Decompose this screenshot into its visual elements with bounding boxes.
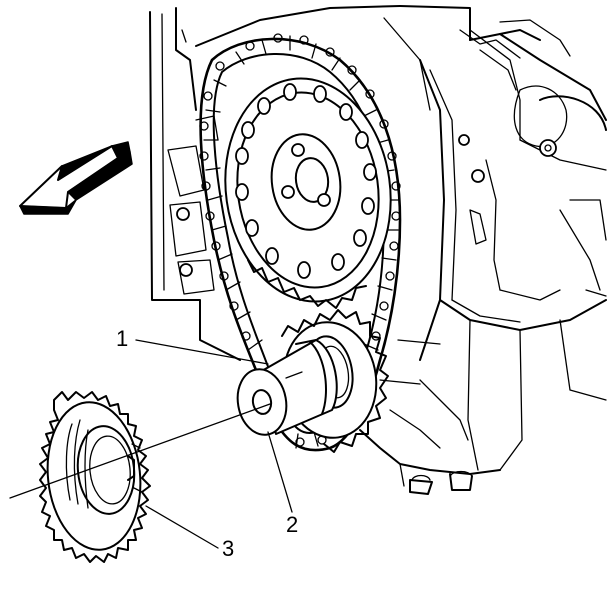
direction-arrow-icon <box>19 141 133 215</box>
reluctor-wheel <box>39 391 151 563</box>
callout-3: 3 <box>145 505 234 561</box>
centerline <box>9 403 271 499</box>
callout-label-3: 3 <box>222 536 234 561</box>
callout-1: 1 <box>116 326 269 365</box>
engine-block <box>149 5 607 495</box>
camshaft-sprocket <box>224 77 392 309</box>
crankshaft-nose <box>236 335 354 436</box>
callout-label-2: 2 <box>286 512 298 537</box>
callout-2: 2 <box>267 431 298 537</box>
callout-label-1: 1 <box>116 326 128 351</box>
